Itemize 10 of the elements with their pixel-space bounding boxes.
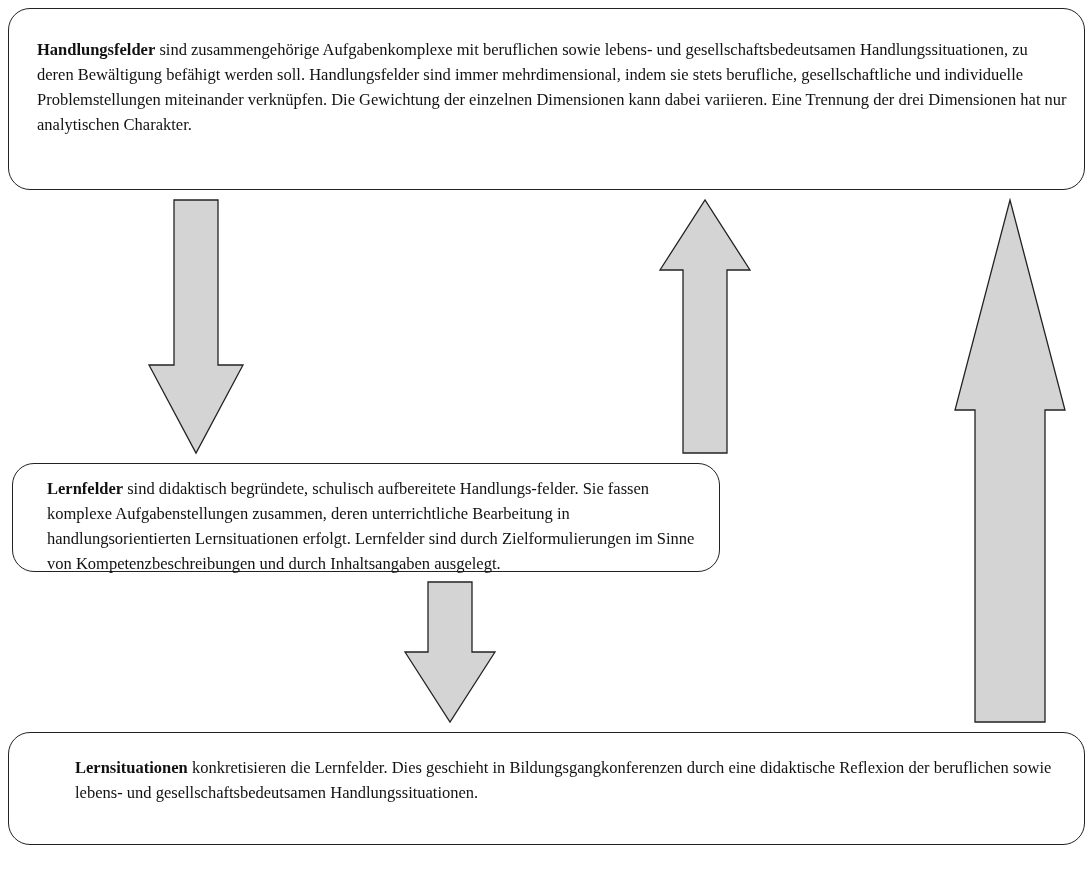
text-box <box>8 8 1085 190</box>
text-box <box>8 732 1085 845</box>
block-arrow <box>147 199 245 455</box>
text-box <box>12 463 720 572</box>
description-text: Lernsituationen konkretisieren die Lernfelder. Dies geschieht in Bildungsgangkonferenzen durch eine didaktische Reflexion der beruflichen sowie lebens- und gesellschaftsbedeutsamen Handlungssituationen. <box>75 757 1053 804</box>
block-arrow <box>403 581 497 724</box>
block-arrow <box>658 198 752 454</box>
block-arrow <box>954 197 1066 723</box>
description-text: Handlungsfelder sind zusammengehörige Aufgabenkomplexe mit beruflichen sowie lebens- und gesellschaftsbedeutsamen Handlungssituationen, zu deren Bewältigung befähigt werden soll. Handlungsfelder sind immer mehrdimensional, indem sie stets berufliche, gesellschaftliche und individuelle Problemstellungen miteinander verknüpfen. Die Gewichtung der einzelnen Dimensionen kann dabei variieren. Eine Trennung der drei Dimensionen hat nur analytischen Charakter. <box>37 39 1067 136</box>
description-text: Lernfelder sind didaktisch begründete, schulisch aufbereitete Handlungs-felder. Sie fassen komplexe Aufgabenstellungen zusammen, deren unterrichtliche Bearbeitung in handlungsorientierten Lernsituationen erfolgt. Lernfelder sind durch Zielformulierungen im Sinne von Kompetenzbeschreibungen und durch Inhaltsangaben ausgelegt. <box>47 478 696 575</box>
